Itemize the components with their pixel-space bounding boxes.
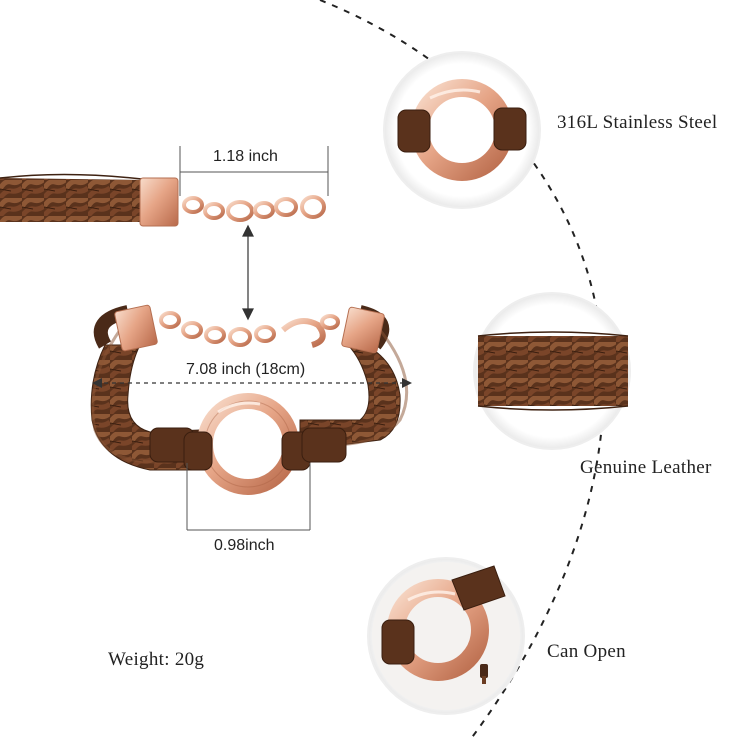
extension-detail (0, 173, 326, 227)
feature-label-leather: Genuine Leather (580, 457, 712, 478)
feature-label-steel: 316L Stainless Steel (557, 112, 718, 133)
feature-circle-open (367, 557, 525, 715)
feature-label-open: Can Open (547, 641, 626, 662)
ring-dimension-guide (186, 463, 311, 531)
extension-dimension-guide (179, 146, 329, 196)
bracelet-length-guide (92, 378, 412, 388)
weight-label: Weight: 20g (108, 649, 205, 670)
vertical-arrow (242, 224, 254, 321)
bracelet-length-label: 7.08 inch (18cm) (186, 361, 306, 378)
feature-circle-steel (383, 51, 541, 209)
extension-length-label: 1.18 inch (213, 148, 278, 165)
ring-diameter-label: 0.98inch (214, 537, 275, 554)
feature-circle-leather (473, 292, 631, 450)
main-bracelet (90, 304, 409, 495)
